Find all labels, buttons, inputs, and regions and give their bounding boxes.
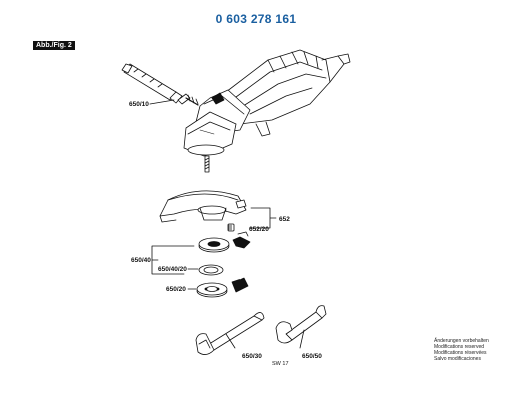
label-650-10: 650/10 xyxy=(129,101,149,108)
clamp-nut-part xyxy=(196,275,249,298)
label-650-50: 650/50 xyxy=(302,353,322,360)
figure-badge: Abb./Fig. 2 xyxy=(33,41,75,50)
note-line: Änderungen vorbehalten xyxy=(434,338,489,344)
flange-group-part xyxy=(198,231,251,253)
flange-part xyxy=(198,264,224,276)
side-handle-part xyxy=(121,63,199,106)
note-line: Modifications réservées xyxy=(434,350,487,356)
spanner-part xyxy=(275,305,327,344)
label-650-40: 650/40 xyxy=(131,257,151,264)
label-sw17: SW 17 xyxy=(272,361,289,367)
label-650-40-20: 650/40/20 xyxy=(158,266,187,273)
label-652-20: 652/20 xyxy=(249,226,269,233)
pin-wrench-part xyxy=(195,312,265,355)
modification-notes: Änderungen vorbehalten Modifications res… xyxy=(434,338,489,362)
guard-screw-part xyxy=(227,223,235,232)
label-652: 652 xyxy=(279,216,290,223)
part-number-title: 0 603 278 161 xyxy=(215,12,297,26)
label-650-30: 650/30 xyxy=(242,353,262,360)
note-line: Modifications reserved xyxy=(434,344,485,350)
wheel-guard-part xyxy=(159,190,247,223)
note-line: Salvo modificaciones xyxy=(434,356,481,362)
label-650-20: 650/20 xyxy=(166,286,186,293)
grinder-body-part xyxy=(183,49,351,173)
